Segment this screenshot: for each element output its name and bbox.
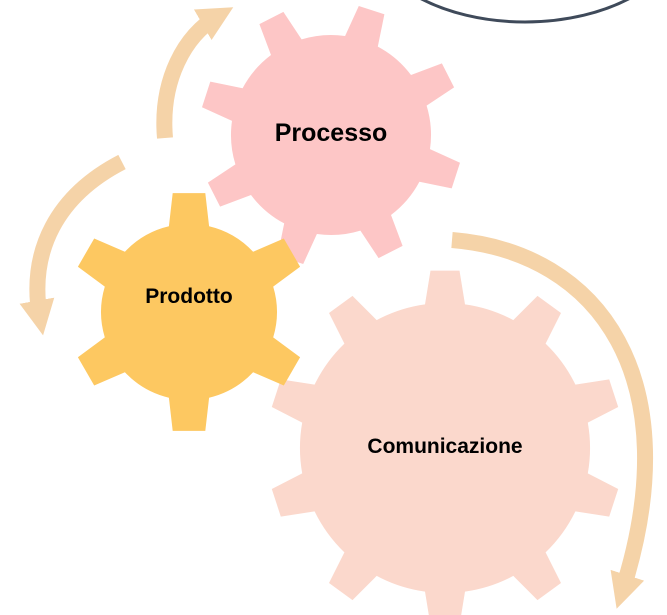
cycle-arrow-prodotto: [19, 154, 126, 336]
gear-shape-processo: [202, 6, 460, 264]
cycle-arrows: [19, 7, 653, 609]
gear-shape-prodotto: [77, 193, 301, 431]
gear-label-processo: Processo: [275, 119, 388, 147]
gear-label-prodotto: Prodotto: [145, 285, 232, 308]
oval-shape: [420, 0, 630, 24]
gear-shape-comunicazione: [271, 270, 619, 615]
cycle-arrow-processo: [156, 7, 234, 139]
gear-comunicazione: Comunicazione: [271, 270, 619, 615]
cycle-arrow-comunicazione: [451, 232, 653, 609]
gear-label-comunicazione: Comunicazione: [367, 435, 522, 458]
gear-prodotto: Prodotto: [77, 193, 301, 431]
gear-processo: Processo: [202, 6, 460, 264]
